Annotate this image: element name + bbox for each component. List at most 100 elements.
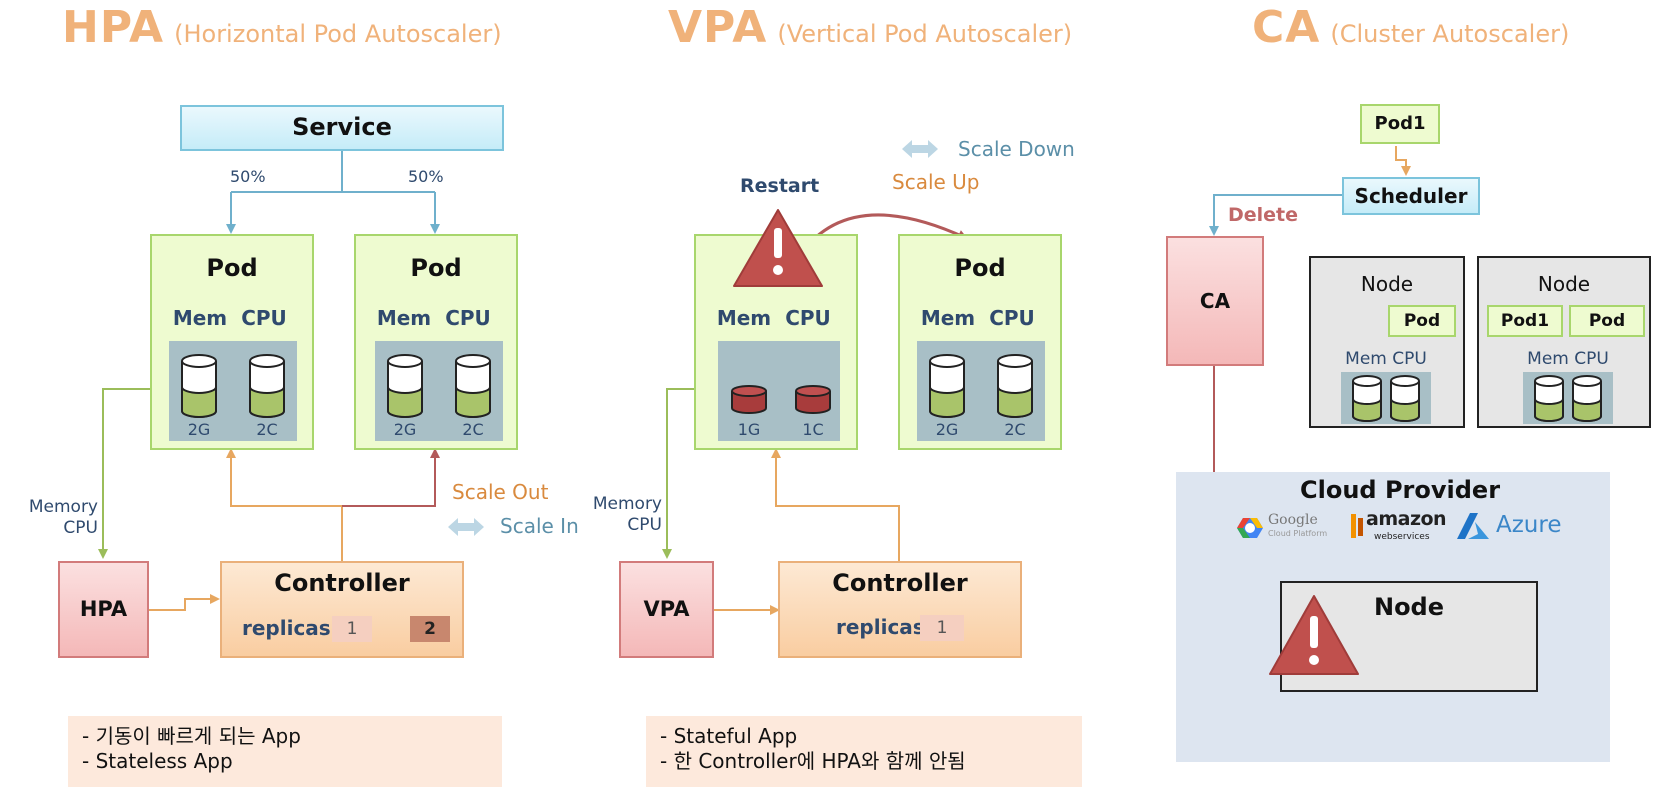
hpa-to-controller-arrow (149, 594, 220, 611)
split-right-label: 50% (408, 167, 444, 186)
controller-to-pod1-arrow (226, 448, 343, 561)
ca-autoscaler-box: CA (1166, 236, 1264, 366)
hpa-title: HPA (62, 2, 165, 53)
pod-title: Pod (206, 254, 258, 282)
google-cloud-text: Google (1268, 512, 1318, 528)
hpa-metric-arrow (98, 388, 172, 559)
scale-down-arrow-icon (902, 140, 938, 158)
resource-tray: 2G 2C (375, 341, 503, 441)
azure-text: Azure (1496, 512, 1562, 538)
cloud-provider-title: Cloud Provider (1300, 476, 1501, 504)
node-pod: Pod (1388, 305, 1456, 337)
azure-icon (1457, 513, 1489, 539)
controller-title: Controller (274, 569, 410, 597)
ca-title: CA (1252, 2, 1321, 53)
node-pod: Pod (1569, 305, 1645, 337)
mem-label: Mem (920, 306, 976, 330)
mem-cylinder-icon (387, 354, 423, 418)
replicas-to-value: 2 (410, 616, 450, 642)
cpu-label: CPU (785, 306, 831, 330)
replicas-value: 1 (920, 615, 964, 641)
scale-in-label: Scale In (500, 514, 579, 538)
mem-label: Mem (716, 306, 772, 330)
cpu-cylinder-icon (1572, 375, 1602, 422)
resource-tray: 2G 2C (169, 341, 297, 441)
pod-resource-labels: Mem CPU (356, 306, 516, 330)
scale-in-arrow-icon (448, 518, 484, 536)
warning-icon (733, 209, 823, 287)
note-line: - Stateful App (660, 724, 798, 748)
cpu-cylinder-icon (1390, 375, 1420, 422)
cpu-cylinder-icon (455, 354, 491, 418)
cluster-node-2: Node Pod1 Pod Mem CPU (1477, 256, 1651, 428)
cpu-label: CPU (989, 306, 1035, 330)
memcpu-label: Mem CPU (1527, 349, 1609, 369)
replicas-label: replicas (242, 616, 331, 640)
hpa-heading: HPA (Horizontal Pod Autoscaler) (62, 2, 502, 53)
resource-tray (1341, 372, 1431, 424)
ca-subtitle: (Cluster Autoscaler) (1330, 20, 1570, 48)
pod-resource-labels: Mem CPU (696, 306, 856, 330)
google-cloud-logo: Google Cloud Platform (1236, 512, 1332, 542)
mem-value: 2G (187, 420, 211, 439)
pending-pod-box: Pod1 (1360, 104, 1440, 144)
mem-label: Mem (172, 306, 228, 330)
cpu-value: 2C (256, 420, 278, 439)
pod1-to-scheduler-arrow (1395, 146, 1411, 176)
aws-logo: amazon webservices (1350, 508, 1447, 544)
hpa-metric-label: Memory CPU (20, 497, 98, 539)
vpa-pod-2: Pod Mem CPU 2G 2C (898, 234, 1062, 450)
google-cloud-icon (1237, 518, 1263, 538)
memcpu-label: Mem CPU (1345, 349, 1427, 369)
scale-out-label: Scale Out (452, 480, 549, 504)
pod-resource-labels: Mem CPU (900, 306, 1060, 330)
node-title: Node (1373, 593, 1445, 621)
note-line: - 기동이 빠르게 되는 App (82, 724, 301, 748)
azure-logo: Azure (1456, 510, 1566, 542)
controller-to-pod2-arrow (342, 448, 440, 507)
cluster-node-1: Node Pod Mem CPU (1309, 256, 1465, 428)
cpu-value: 2C (1004, 420, 1026, 439)
mem-cylinder-icon (181, 354, 217, 418)
cpu-cylinder-icon (795, 385, 831, 414)
replicas-label: replicas (836, 615, 925, 639)
vpa-controller-box: Controller replicas 1 (778, 561, 1022, 658)
vpa-metric-label: Memory CPU (584, 494, 662, 536)
google-cloud-subtext: Cloud Platform (1268, 529, 1328, 538)
mem-cylinder-icon (1534, 375, 1564, 422)
mem-label: Mem (376, 306, 432, 330)
hpa-notes: - 기동이 빠르게 되는 App - Stateless App (68, 716, 502, 787)
hpa-autoscaler-box: HPA (58, 561, 149, 658)
note-line: - 한 Controller에 HPA와 함께 안됨 (660, 749, 966, 773)
hpa-controller-box: Controller replicas 1 2 (220, 561, 464, 658)
aws-icon (1351, 514, 1363, 538)
hpa-subtitle: (Horizontal Pod Autoscaler) (174, 20, 502, 48)
note-line: - Stateless App (82, 749, 233, 773)
split-left-label: 50% (230, 167, 266, 186)
cpu-label: CPU (445, 306, 491, 330)
hpa-pod-2: Pod Mem CPU 2G 2C (354, 234, 518, 450)
vpa-autoscaler-box: VPA (619, 561, 714, 658)
resource-tray: 2G 2C (917, 341, 1045, 441)
replicas-from-value: 1 (332, 616, 372, 642)
aws-text: amazon (1366, 508, 1447, 530)
warning-icon (1269, 595, 1359, 675)
memory-label: Memory (28, 497, 98, 517)
node-title: Node (1537, 272, 1591, 296)
cpu-metric-label: CPU (627, 515, 662, 535)
scheduler-box: Scheduler (1342, 177, 1480, 215)
scheduler-to-ca-arrow (1209, 194, 1342, 236)
vpa-title: VPA (668, 2, 768, 53)
node-title: Node (1360, 272, 1414, 296)
restart-label: Restart (740, 175, 820, 197)
vpa-controller-to-pod-arrow (771, 448, 900, 561)
vpa-notes: - Stateful App - 한 Controller에 HPA와 함께 안… (646, 716, 1082, 787)
scale-down-label: Scale Down (958, 137, 1075, 161)
mem-cylinder-icon (1352, 375, 1382, 422)
pod-title: Pod (410, 254, 462, 282)
resource-tray: 1G 1C (718, 341, 840, 441)
pod-title: Pod (954, 254, 1006, 282)
vpa-pod-restarting: Mem CPU 1G 1C (694, 234, 858, 450)
